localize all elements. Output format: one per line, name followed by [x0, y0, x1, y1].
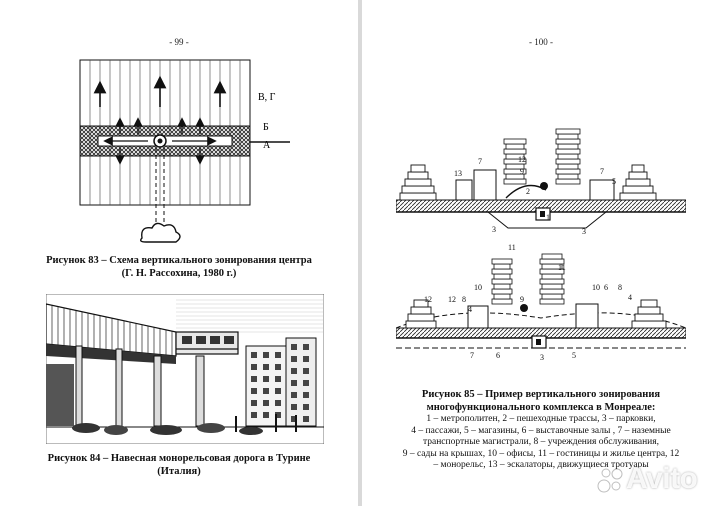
- figure-85-bottom-label: 10: [474, 283, 482, 292]
- figure-85-bottom-label: 11: [508, 244, 516, 252]
- figure-85-bottom-label: 12: [448, 295, 456, 304]
- figure-85-bottom-label: 3: [540, 353, 544, 362]
- avito-logo-icon: [597, 468, 623, 493]
- legend-line: 4 – пассажи, 5 – магазины, 6 – выставочн…: [411, 425, 671, 436]
- figure-84-caption: Рисунок 84 – Навесная монорельсовая доро…: [10, 452, 348, 478]
- figure-85-top-label: 7: [600, 167, 604, 176]
- figure-83-caption-line-2: (Г. Н. Рассохина, 1980 г.): [121, 268, 237, 279]
- legend-line: – монорельс, 13 – эскалаторы, движущиеся…: [433, 460, 649, 471]
- figure-85-bottom-label: 9: [520, 295, 524, 304]
- figure-85-top-label: 12: [518, 155, 526, 164]
- figure-85-top-label: 1: [546, 213, 550, 222]
- figure-85-top-label: 5: [612, 177, 616, 186]
- figure-85-top-label: 7: [478, 157, 482, 166]
- figure-85-bottom-label: 4: [628, 293, 632, 302]
- legend-line: 1 – метрополитен, 2 – пешеходные трассы,…: [426, 414, 656, 424]
- figure-85-bottom-label: 6: [496, 351, 500, 360]
- legend-line: транспортные магистрали, 8 – учреждения …: [422, 437, 660, 448]
- label-b: Б: [263, 122, 269, 133]
- figure-85-top-label: 13: [454, 169, 462, 178]
- figure-85-top-label: 2: [526, 187, 530, 196]
- figure-85-bottom-label: 6: [604, 283, 608, 292]
- figure-83-caption: Рисунок 83 – Схема вертикального зониров…: [10, 254, 348, 280]
- figure-85-caption-title-1: Рисунок 85 – Пример вертикального зониро…: [421, 389, 661, 400]
- figure-83-caption-line-1: Рисунок 83 – Схема вертикального зониров…: [46, 255, 312, 266]
- figure-85-bottom-label: 4: [468, 305, 472, 314]
- figure-85-bottom-label: 10: [592, 283, 600, 292]
- avito-watermark: Avito: [596, 462, 714, 498]
- figure-85-caption-title-2: многофункционального комплекса в Монреал…: [426, 402, 656, 413]
- figure-85-bottom-label: 12: [424, 295, 432, 304]
- figure-85-caption: Рисунок 85 – Пример вертикального зониро…: [370, 388, 712, 414]
- legend-line: 9 – сады на крышах, 10 – офисы, 11 – гос…: [402, 448, 680, 459]
- figure-84-caption-line-2: (Италия): [157, 466, 201, 477]
- left-page: - 99 - В, Г Б А: [0, 0, 358, 506]
- figure-84-caption-line-1: Рисунок 84 – Навесная монорельсовая доро…: [47, 453, 311, 464]
- figure-85-bottom-label: 11: [558, 263, 566, 272]
- figure-85-bottom-label: 7: [470, 351, 474, 360]
- page-number-right: - 100 -: [529, 37, 553, 47]
- label-v-g: В, Г: [258, 92, 276, 103]
- figure-85-top-label: 3: [492, 225, 496, 234]
- label-a: А: [263, 140, 271, 151]
- figure-85-legend: 1 – метрополитен, 2 – пешеходные трассы,…: [370, 414, 712, 472]
- figure-85-bottom-label: 5: [572, 351, 576, 360]
- page-number-left: - 99 -: [169, 37, 189, 47]
- figure-85-bottom-label: 8: [618, 283, 622, 292]
- figure-85-bottom-label: 8: [462, 295, 466, 304]
- figure-85-top-label: 3: [582, 227, 586, 236]
- figure-84-illustration: [46, 294, 324, 444]
- figure-85-top-label: 9: [520, 167, 524, 176]
- avito-wordmark: Avito: [626, 462, 698, 495]
- figure-83-diagram: В, Г Б А: [79, 59, 290, 243]
